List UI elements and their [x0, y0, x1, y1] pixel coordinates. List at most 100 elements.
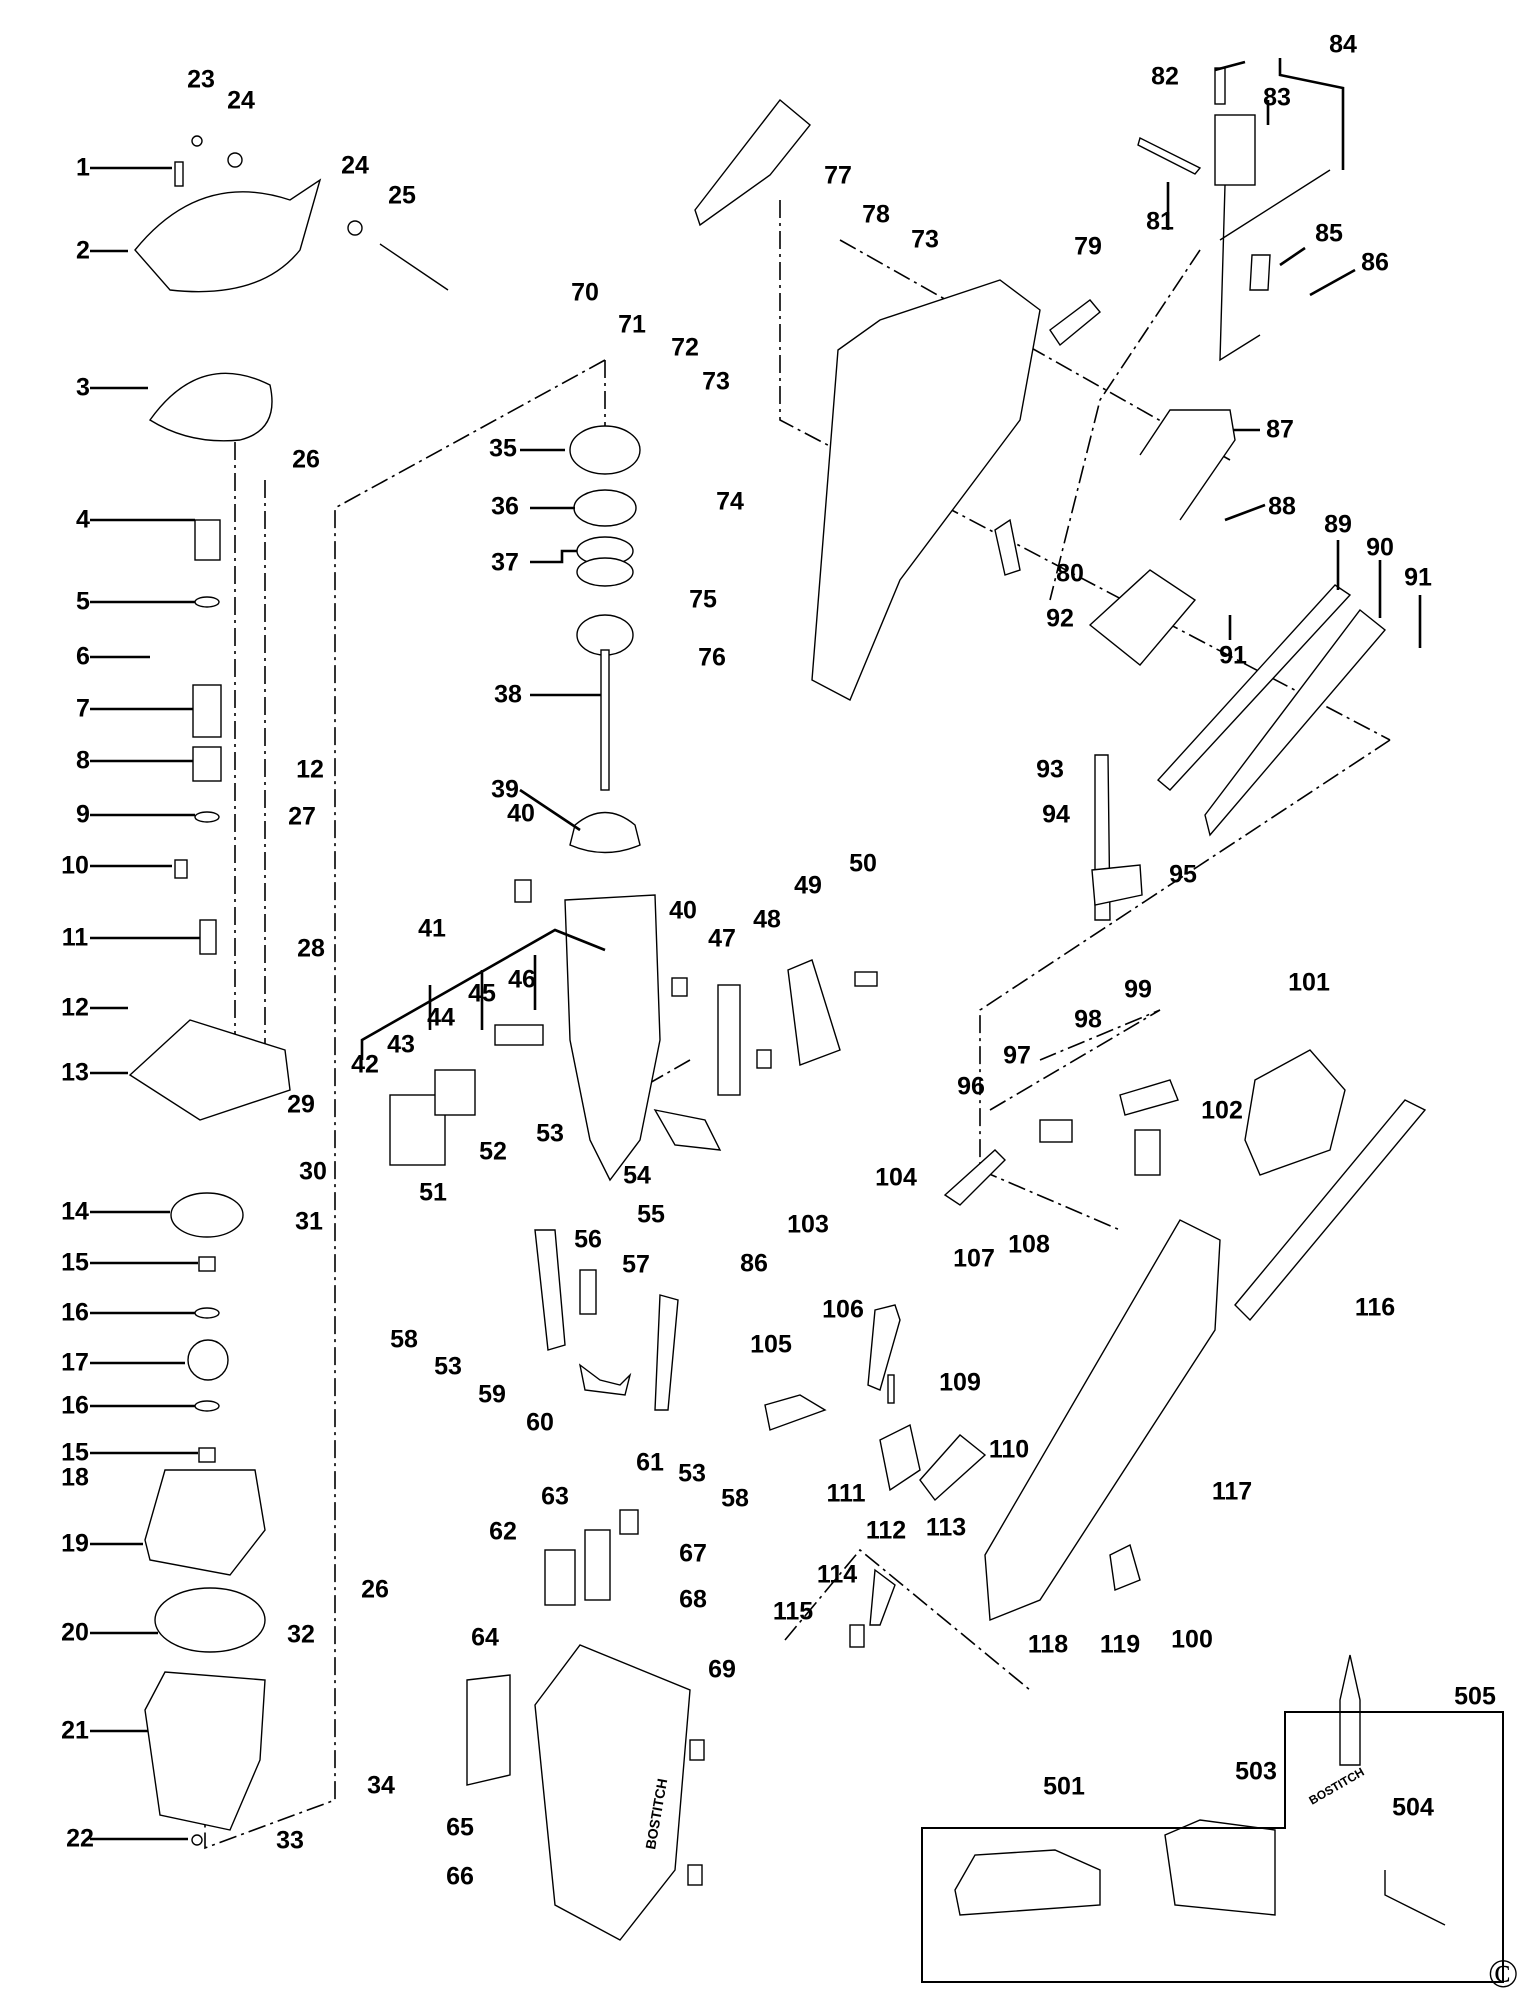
callout-12: 12 [61, 993, 89, 1022]
part-spring-56 [579, 1269, 597, 1315]
callout-51: 51 [419, 1178, 447, 1207]
callout-34: 34 [367, 1771, 395, 1800]
part-pad-69a [689, 1739, 705, 1761]
callout-26: 26 [361, 1575, 389, 1604]
callout-68: 68 [679, 1585, 707, 1614]
callout-104: 104 [875, 1163, 917, 1192]
part-cap [134, 178, 322, 293]
callout-27: 27 [288, 802, 316, 831]
part-latch-99 [1119, 1079, 1179, 1116]
part-switch-84 [1214, 114, 1256, 186]
part-latch-54 [653, 1109, 722, 1151]
leader-lines [90, 58, 1422, 1841]
part-spacer-15b [198, 1447, 216, 1463]
part-label-67 [619, 1509, 639, 1535]
callout-107: 107 [953, 1244, 995, 1273]
callout-42: 42 [351, 1050, 379, 1079]
part-lever-114 [869, 1568, 896, 1626]
part-motor-92 [1088, 569, 1197, 666]
callout-39: 39 [491, 775, 519, 804]
callout-108: 108 [1008, 1230, 1050, 1259]
parts [128, 67, 1446, 1941]
callout-15: 15 [61, 1438, 89, 1467]
part-washer-24 [227, 152, 243, 168]
callout-32: 32 [287, 1620, 315, 1649]
part-foot-93 [1091, 864, 1143, 906]
callout-35: 35 [489, 434, 517, 463]
callout-8: 8 [76, 746, 90, 775]
callout-53: 53 [536, 1119, 564, 1148]
callout-53: 53 [678, 1459, 706, 1488]
callout-14: 14 [61, 1197, 89, 1226]
part-hook-119 [1109, 1543, 1141, 1591]
part-bracket-63 [544, 1549, 576, 1606]
callout-53: 53 [434, 1352, 462, 1381]
part-magnet-8 [192, 746, 222, 782]
part-plate-85 [1249, 254, 1271, 291]
callout-37: 37 [491, 548, 519, 577]
callout-105: 105 [750, 1330, 792, 1359]
callout-11: 11 [61, 923, 89, 952]
callout-58: 58 [721, 1484, 749, 1513]
callout-113: 113 [925, 1513, 967, 1542]
callout-78: 78 [862, 200, 890, 229]
callout-46: 46 [508, 965, 536, 994]
part-pin-25 [379, 243, 449, 291]
part-bracket-60 [578, 1363, 632, 1396]
part-case-503 [1164, 1819, 1276, 1916]
accessory-box [921, 1711, 1504, 1983]
callout-52: 52 [479, 1137, 507, 1166]
callout-3: 3 [76, 373, 90, 402]
part-washer-16 [194, 1307, 220, 1319]
callout-2: 2 [76, 236, 90, 265]
callout-84: 84 [1329, 30, 1357, 59]
part-spring-82 [1214, 67, 1226, 105]
callout-501: 501 [1043, 1772, 1085, 1801]
callout-503: 503 [1235, 1757, 1277, 1786]
part-washer-16b [194, 1400, 220, 1412]
callout-22: 22 [66, 1824, 94, 1853]
callout-82: 82 [1151, 62, 1179, 91]
part-oring-14 [170, 1192, 244, 1238]
part-magazine-118 [984, 1219, 1221, 1622]
part-motor-housing-21 [144, 1671, 266, 1831]
callout-50: 50 [849, 849, 877, 878]
callout-75: 75 [689, 585, 717, 614]
part-cylinder [564, 894, 661, 1182]
callout-10: 10 [61, 851, 89, 880]
part-bracket-105 [764, 1394, 827, 1431]
callout-24: 24 [341, 151, 369, 180]
part-bottle-505 [1339, 1654, 1361, 1766]
callout-45: 45 [468, 979, 496, 1008]
callout-44: 44 [427, 1003, 455, 1032]
callout-24: 24 [227, 86, 255, 115]
callout-109: 109 [939, 1368, 981, 1397]
part-block-112 [879, 1423, 921, 1492]
callout-58: 58 [390, 1325, 418, 1354]
callout-100: 100 [1171, 1625, 1213, 1654]
part-button-96 [1039, 1119, 1073, 1143]
callout-86: 86 [740, 1249, 768, 1278]
callout-115: 115 [772, 1597, 814, 1626]
part-washer-9 [194, 811, 220, 823]
callout-25: 25 [388, 181, 416, 210]
part-bracket-68 [584, 1529, 611, 1601]
callout-504: 504 [1392, 1793, 1434, 1822]
part-solenoid [194, 519, 221, 561]
callout-103: 103 [787, 1210, 829, 1239]
callout-96: 96 [957, 1072, 985, 1101]
callout-94: 94 [1042, 800, 1070, 829]
part-label-77 [694, 98, 811, 227]
part-charger-501 [954, 1849, 1101, 1916]
callout-83: 83 [1263, 83, 1291, 112]
callout-87: 87 [1266, 415, 1294, 444]
callout-31: 31 [295, 1207, 323, 1236]
part-link-61 [654, 1294, 679, 1411]
callout-86: 86 [1361, 248, 1389, 277]
callout-1: 1 [76, 153, 90, 182]
callout-97: 97 [1003, 1041, 1031, 1070]
part-washer-5 [194, 596, 220, 608]
callout-66: 66 [446, 1862, 474, 1891]
case-brand-mark: BOSTITCH [1307, 1765, 1367, 1808]
